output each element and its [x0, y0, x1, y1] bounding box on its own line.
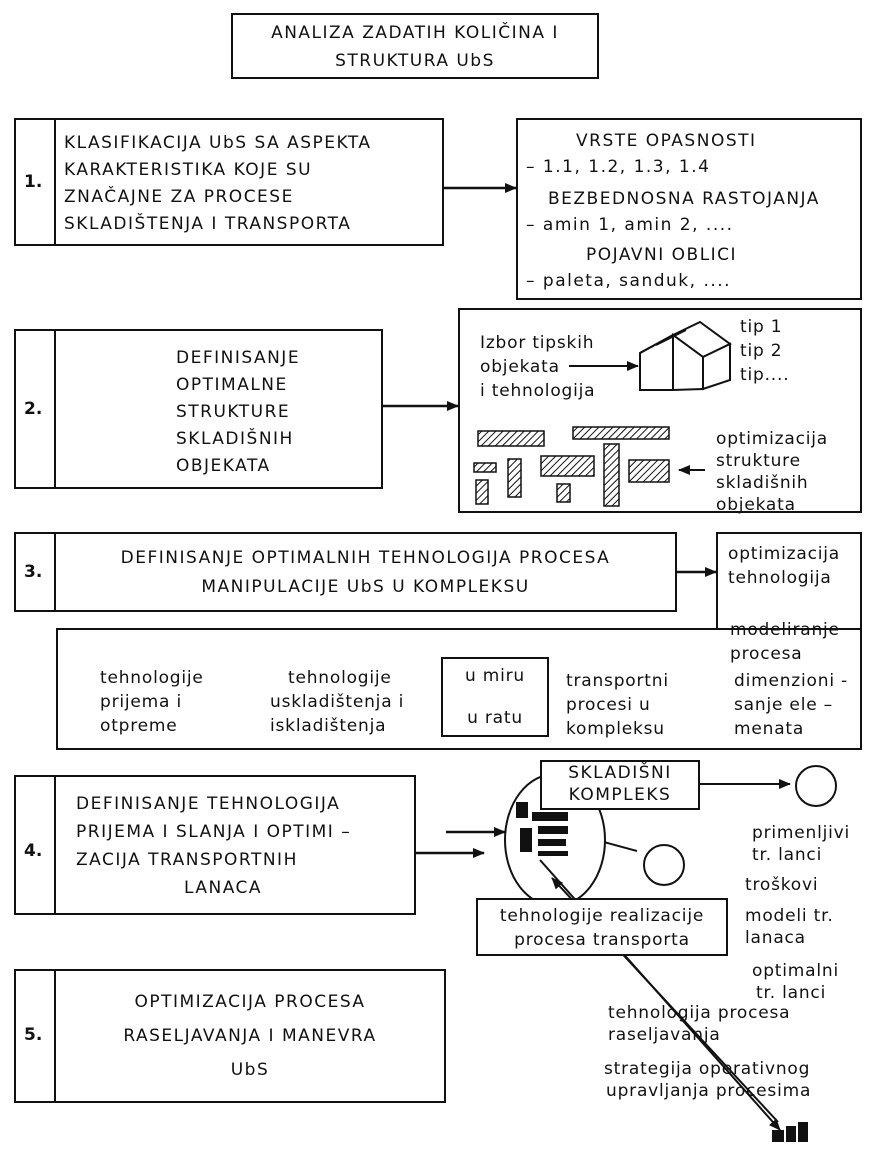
opt-strukture-line: strukture [716, 451, 801, 471]
step4-line: DEFINISANJE TEHNOLOGIJA [76, 794, 341, 814]
kompleks-line: SKLADIŠNI [568, 763, 672, 783]
raseljavanje-line: raseljavanja [608, 1025, 721, 1045]
step5-number: 5. [24, 1025, 43, 1045]
step2-box: 2. DEFINISANJE OPTIMALNE STRUKTURE SKLAD… [14, 329, 383, 489]
col1-line: tehnologije [100, 668, 204, 688]
realizacija-line: procesa transporta [514, 930, 690, 950]
step2-line: STRUKTURE [176, 402, 291, 422]
step3-outer-box [56, 628, 862, 750]
step1-line: KARAKTERISTIKA KOJE SU [64, 160, 313, 180]
step5-line: UbS [230, 1060, 270, 1080]
rastojanja-values: – amin 1, amin 2, .... [526, 215, 734, 235]
tr-lanci-line: troškovi [745, 875, 819, 895]
step4-line: LANACA [184, 878, 263, 898]
step4-box: 4. DEFINISANJE TEHNOLOGIJA PRIJEMA I SLA… [14, 775, 416, 915]
vrste-heading: VRSTE OPASNOSTI [576, 131, 757, 151]
step1-detail-box: VRSTE OPASNOSTI – 1.1, 1.2, 1.3, 1.4 BEZ… [516, 118, 862, 300]
step2-number: 2. [24, 399, 43, 419]
house-icon [639, 320, 732, 392]
kompleks-line: KOMPLEKS [568, 785, 672, 805]
step1-number: 1. [24, 172, 43, 192]
izbor-line: i tehnologija [480, 381, 596, 401]
tip-label: tip 1 [740, 317, 783, 337]
step3-box: 3. DEFINISANJE OPTIMALNIH TEHNOLOGIJA PR… [14, 532, 677, 612]
col4-line: transportni [566, 671, 669, 691]
izbor-line: Izbor tipskih [480, 333, 595, 353]
tip-label: tip 2 [740, 341, 783, 361]
izbor-line: objekata [480, 357, 560, 377]
opt-strukture-line: optimizacija [716, 429, 829, 449]
opt-strukture-line: objekata [716, 495, 796, 515]
tr-lanci-line: modeli tr. [745, 906, 834, 926]
vrste-values: – 1.1, 1.2, 1.3, 1.4 [526, 157, 711, 177]
raseljavanje-line: tehnologija procesa [608, 1003, 791, 1023]
col2-line: iskladištenja [270, 716, 387, 736]
step1-line: KLASIFIKACIJA UbS SA ASPEKTA [64, 133, 372, 153]
tr-lanci-line: primenljivi [752, 823, 851, 843]
step3-right-line: procesa [730, 644, 803, 664]
step4-line: ZACIJA TRANSPORTNIH [76, 850, 298, 870]
step3-right-line: modeliranje [730, 620, 840, 640]
col4-line: procesi u [566, 695, 651, 715]
strategija-line: upravljanja procesima [606, 1081, 812, 1101]
col5-line: sanje ele – [734, 695, 833, 715]
oblici-values: – paleta, sanduk, .... [526, 271, 732, 291]
hatched-blocks [473, 426, 670, 507]
col1-line: prijema i [100, 692, 182, 712]
rastojanja-heading: BEZBEDNOSNA RASTOJANJA [548, 189, 820, 209]
tip-label: tip.... [740, 365, 790, 385]
step5-line: OPTIMIZACIJA PROCESA [134, 992, 366, 1012]
strategija-line: strategija operativnog [604, 1059, 811, 1079]
title-box: ANALIZA ZADATIH KOLIČINA I STRUKTURA UbS [231, 13, 599, 79]
circle-left [643, 844, 685, 886]
step4-number: 4. [24, 841, 43, 861]
step1-line: ZNAČAJNE ZA PROCESE [64, 187, 294, 207]
step3-line: MANIPULACIJE UbS U KOMPLEKSU [201, 577, 530, 597]
step3-line: DEFINISANJE OPTIMALNIH TEHNOLOGIJA PROCE… [120, 548, 611, 568]
opt-strukture-line: skladišnih [716, 473, 809, 493]
tr-lanci-line: tr. lanci [756, 983, 827, 1003]
col2-line: uskladištenja i [270, 692, 405, 712]
step5-line: RASELJAVANJA I MANEVRA [123, 1026, 377, 1046]
col5-line: menata [734, 719, 805, 739]
step3-right-line: tehnologija [728, 568, 832, 588]
step2-line: DEFINISANJE [176, 348, 301, 368]
step1-line: SKLADIŠTENJA I TRANSPORTA [64, 214, 352, 234]
circle-right [795, 765, 837, 807]
tr-lanci-line: lanaca [745, 928, 806, 948]
mir-rat-box: u miru u ratu [441, 657, 549, 737]
dispersal-blocks [516, 802, 808, 1142]
step3-number: 3. [24, 562, 43, 582]
oblici-heading: POJAVNI OBLICI [586, 245, 738, 265]
u-miru: u miru [464, 666, 526, 686]
col5-line: dimenzioni - [734, 671, 848, 691]
col2-line: tehnologije [288, 668, 392, 688]
title-line2: STRUKTURA UbS [335, 51, 495, 71]
step4-line: PRIJEMA I SLANJA I OPTIMI – [76, 822, 352, 842]
step2-line: SKLADIŠNIH [176, 429, 294, 449]
step1-box: 1. KLASIFIKACIJA UbS SA ASPEKTA KARAKTER… [14, 118, 444, 246]
u-ratu: u ratu [467, 708, 523, 728]
title-line1: ANALIZA ZADATIH KOLIČINA I [271, 23, 559, 43]
tr-lanci-line: optimalni [752, 961, 839, 981]
col1-line: otpreme [100, 716, 178, 736]
step5-box: 5. OPTIMIZACIJA PROCESA RASELJAVANJA I M… [14, 969, 446, 1103]
skladisni-kompleks-box: SKLADIŠNI KOMPLEKS [540, 760, 700, 810]
step2-detail-box: Izbor tipskih objekata i tehnologija tip… [458, 308, 862, 515]
step2-line: OBJEKATA [176, 456, 271, 476]
step3-right-line: optimizacija [728, 544, 841, 564]
step3-right-box [716, 532, 862, 628]
step2-line: OPTIMALNE [176, 375, 288, 395]
tr-lanci-line: tr. lanci [752, 845, 823, 865]
col4-line: kompleksu [566, 719, 665, 739]
realizacija-box: tehnologije realizacije procesa transpor… [476, 898, 728, 956]
realizacija-line: tehnologije realizacije [499, 906, 705, 926]
